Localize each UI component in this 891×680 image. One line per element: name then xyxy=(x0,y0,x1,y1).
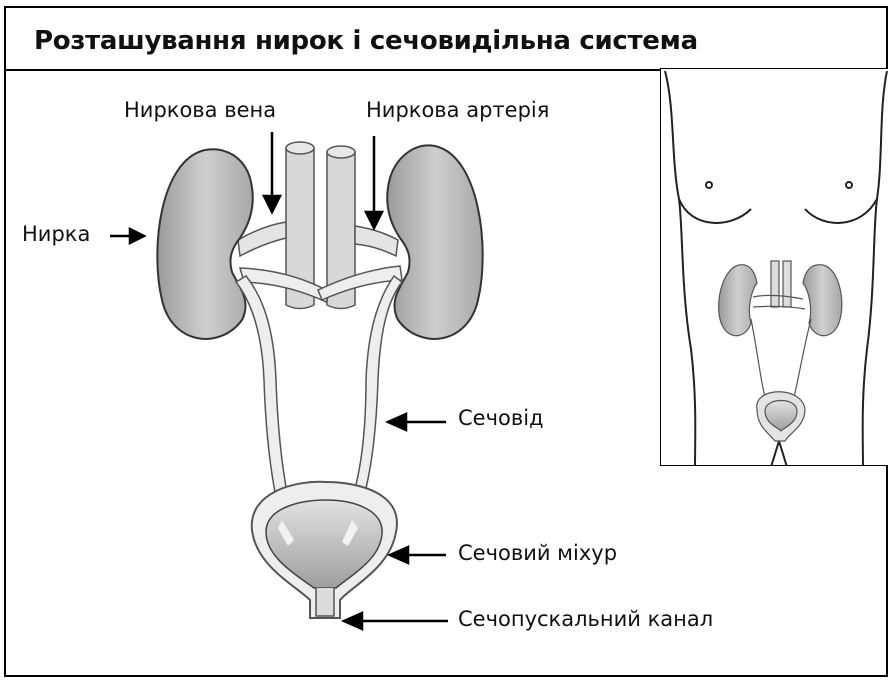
torso-illustration xyxy=(661,69,888,466)
label-renal-artery: Ниркова артерія xyxy=(366,98,549,122)
label-bladder: Сечовий міхур xyxy=(458,541,617,565)
right-kidney xyxy=(387,145,482,339)
bladder xyxy=(252,482,397,618)
label-urethra: Сечопускальний канал xyxy=(458,607,713,631)
label-kidney: Нирка xyxy=(22,222,90,246)
body-location-inset xyxy=(660,68,888,466)
label-renal-vein: Ниркова вена xyxy=(124,98,276,122)
label-ureter: Сечовід xyxy=(458,406,544,430)
renal-vessels xyxy=(238,222,402,302)
